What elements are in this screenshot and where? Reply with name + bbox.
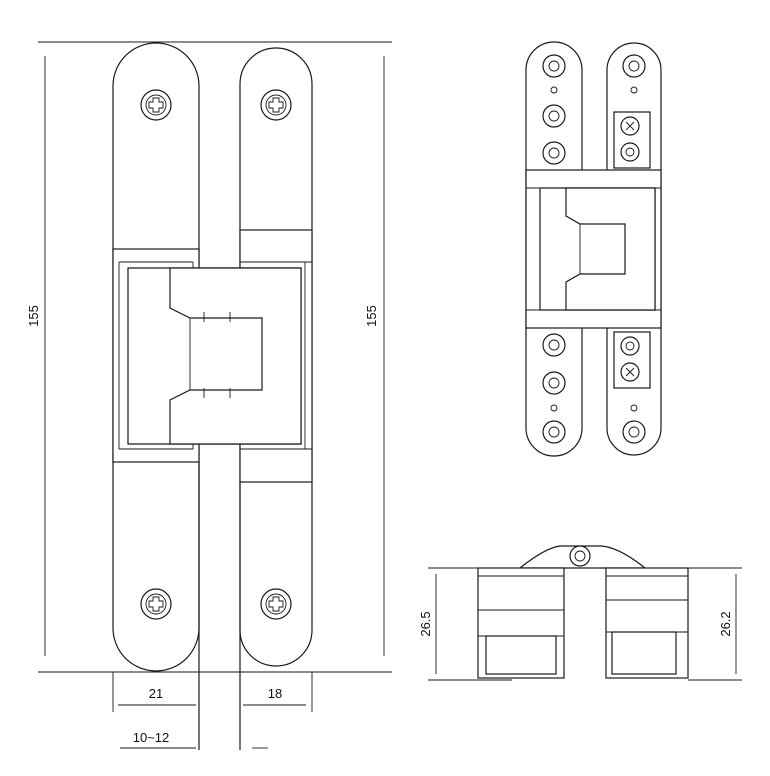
screw-icon — [140, 588, 172, 620]
gap-label: 10~12 — [133, 730, 170, 745]
side-right-block — [605, 567, 689, 679]
height-label-left: 155 — [26, 305, 41, 327]
front-view — [38, 41, 392, 750]
height-label-right: 155 — [364, 305, 379, 327]
detail-front-view — [525, 41, 662, 457]
depth-label-right: 26.2 — [718, 611, 733, 636]
pivot-pin — [569, 545, 591, 567]
side-left-block — [477, 567, 565, 679]
screw-icon — [260, 89, 292, 121]
side-view — [428, 545, 742, 681]
width-label-right: 18 — [268, 686, 282, 701]
depth-label-left: 26.5 — [418, 611, 433, 636]
width-label-left: 21 — [149, 686, 163, 701]
screw-icon — [140, 89, 172, 121]
screw-icon — [260, 588, 292, 620]
